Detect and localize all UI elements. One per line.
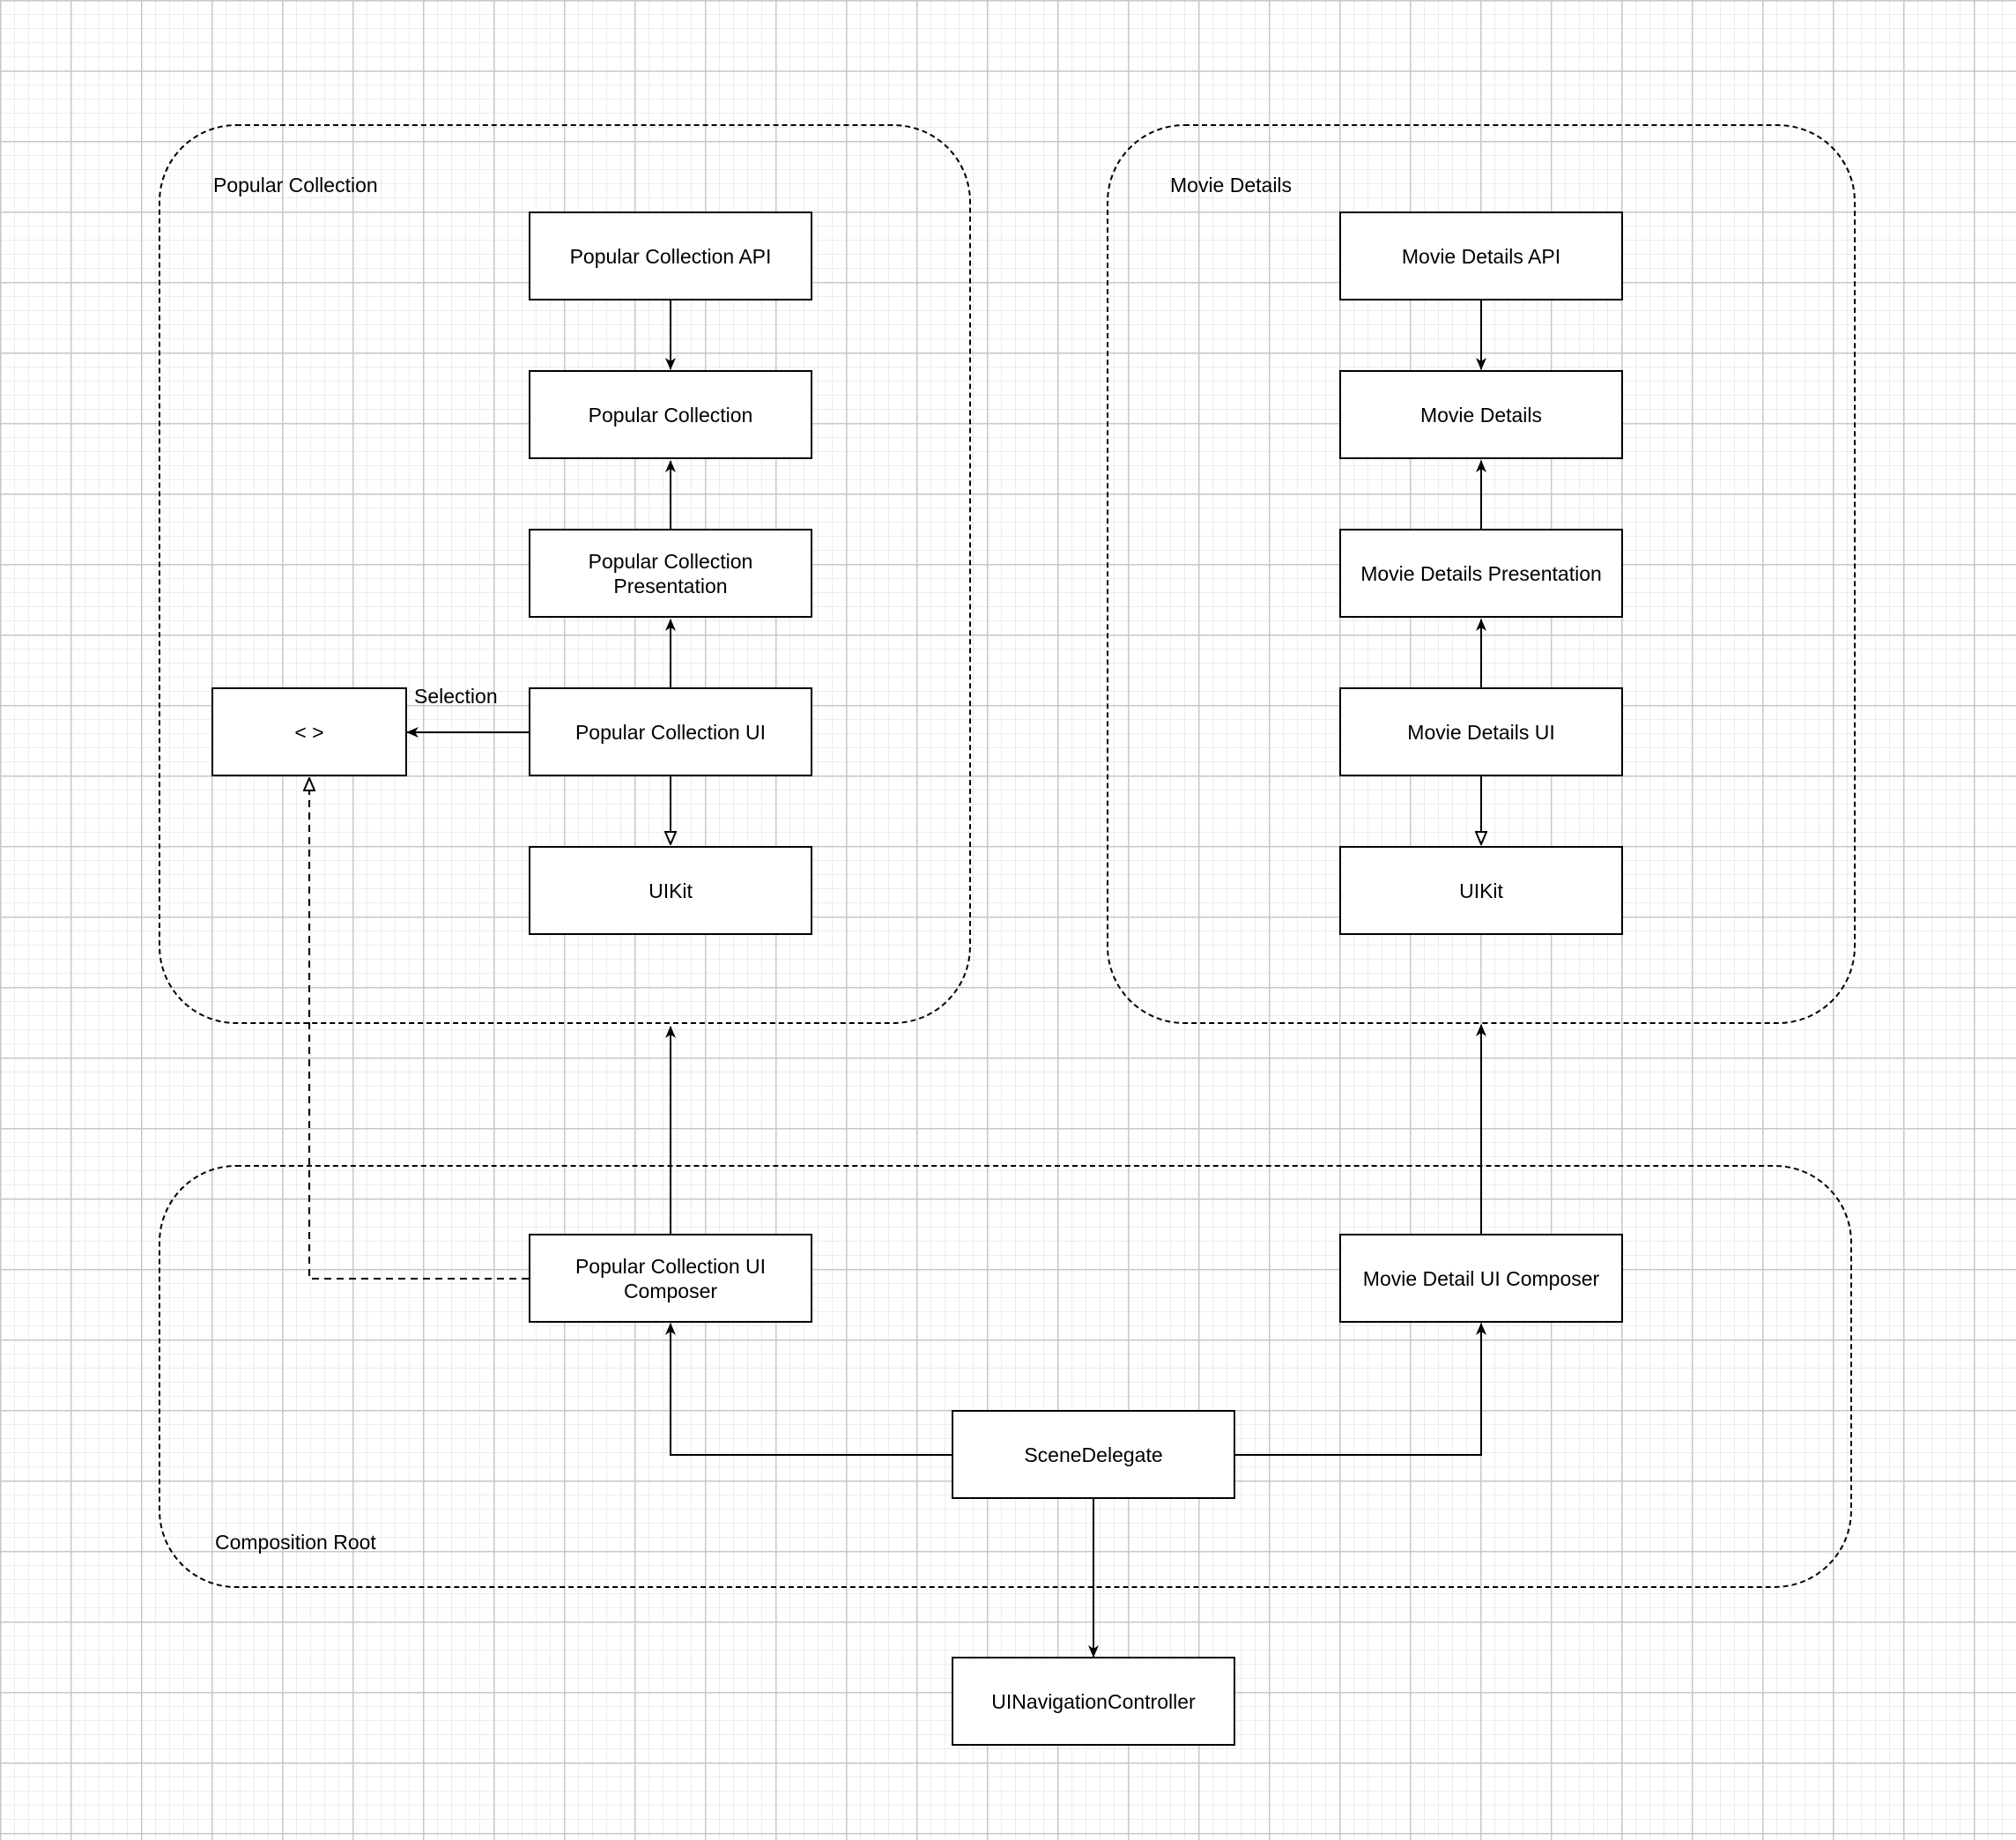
- node-ui-navigation-controller[interactable]: UINavigationController: [952, 1657, 1235, 1746]
- node-popular-collection-ui-composer[interactable]: Popular Collection UI Composer: [529, 1234, 812, 1323]
- node-movie-details-api[interactable]: Movie Details API: [1339, 211, 1623, 300]
- edge-scene-delegate-to-pc-composer: [665, 1323, 952, 1456]
- node-movie-details-uikit[interactable]: UIKit: [1339, 846, 1623, 935]
- composition-root-module-label: Composition Root: [215, 1531, 376, 1554]
- edge-scene-delegate-to-md-composer: [1235, 1323, 1486, 1456]
- node-popular-collection-uikit[interactable]: UIKit: [529, 846, 812, 935]
- node-selection-protocol[interactable]: < >: [211, 687, 407, 776]
- node-popular-collection-api[interactable]: Popular Collection API: [529, 211, 812, 300]
- node-popular-collection-presentation[interactable]: Popular Collection Presentation: [529, 529, 812, 618]
- selection-edge-label: Selection: [414, 685, 498, 708]
- node-movie-details[interactable]: Movie Details: [1339, 370, 1623, 459]
- movie-details-module-label: Movie Details: [1170, 174, 1293, 197]
- node-movie-details-presentation[interactable]: Movie Details Presentation: [1339, 529, 1623, 618]
- node-movie-details-ui[interactable]: Movie Details UI: [1339, 687, 1623, 776]
- node-movie-detail-ui-composer[interactable]: Movie Detail UI Composer: [1339, 1234, 1623, 1323]
- node-popular-collection-ui[interactable]: Popular Collection UI: [529, 687, 812, 776]
- popular-collection-module-label: Popular Collection: [213, 174, 378, 197]
- edge-pc-composer-implements-selection: [309, 778, 529, 1280]
- node-scene-delegate[interactable]: SceneDelegate: [952, 1410, 1235, 1499]
- node-popular-collection[interactable]: Popular Collection: [529, 370, 812, 459]
